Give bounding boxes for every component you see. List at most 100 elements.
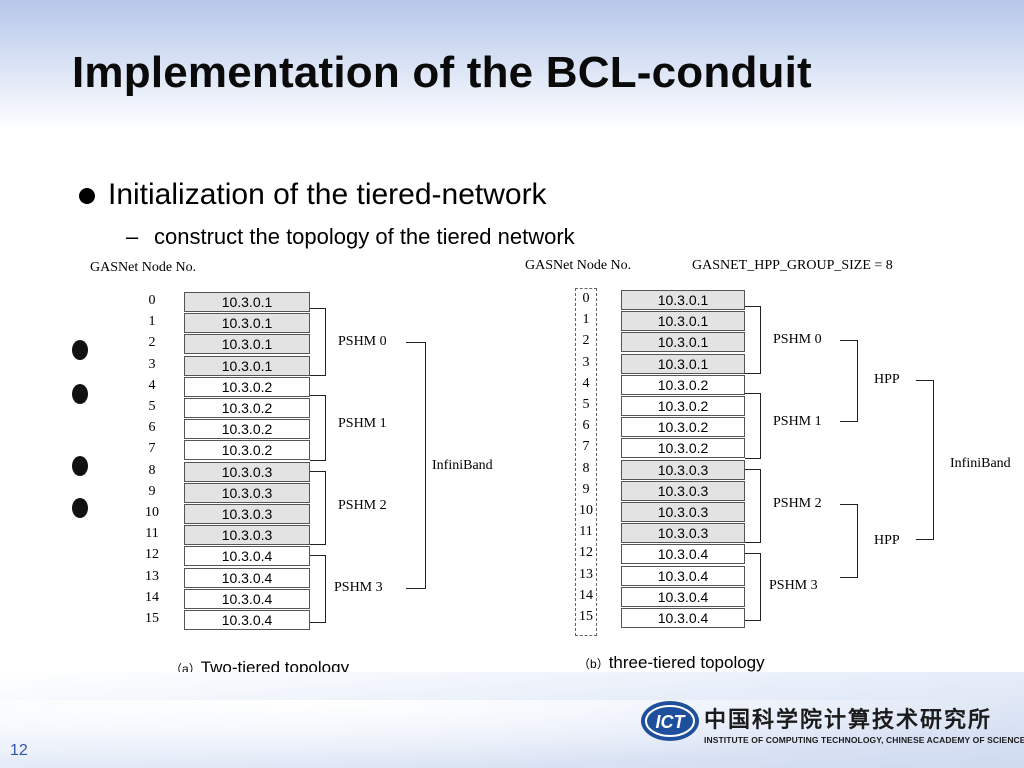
node-number: 11 <box>579 524 593 540</box>
node-number: 4 <box>148 377 156 393</box>
infiniband-bracket <box>916 380 934 540</box>
ip-address-cell: 10.3.0.3 <box>184 482 310 503</box>
hpp-bracket <box>840 340 858 422</box>
node-number: 3 <box>148 356 156 372</box>
ip-address-cell: 10.3.0.3 <box>621 502 745 522</box>
ip-address-cell: 10.3.0.1 <box>621 290 745 310</box>
ip-address-cell: 10.3.0.2 <box>184 398 310 418</box>
node-number: 6 <box>148 420 156 436</box>
ip-address-cell: 10.3.0.4 <box>621 565 745 586</box>
ip-address-cell: 10.3.0.2 <box>184 419 310 440</box>
node-number: 9 <box>148 483 156 499</box>
pshm-bracket <box>310 308 326 376</box>
pshm-group-label: PSHM 1 <box>773 414 822 429</box>
ip-address-cell: 10.3.0.4 <box>184 588 310 609</box>
node-number: 5 <box>582 397 590 412</box>
node-number: 9 <box>582 481 590 497</box>
pshm-group-label: PSHM 2 <box>773 496 822 511</box>
hidden-bullet <box>72 340 88 360</box>
network-label: InfiniBand <box>950 456 1011 471</box>
hidden-bullet <box>72 384 88 404</box>
node-number: 0 <box>582 291 590 306</box>
node-number: 14 <box>579 587 593 603</box>
pshm-group-label: PSHM 0 <box>338 334 387 349</box>
pshm-group-label: PSHM 3 <box>334 580 383 595</box>
pshm-bracket <box>745 553 761 621</box>
group-size-label: GASNET_HPP_GROUP_SIZE = 8 <box>692 258 893 273</box>
node-number: 0 <box>148 293 156 308</box>
node-number: 7 <box>148 441 156 457</box>
node-number: 14 <box>145 589 159 605</box>
pshm-bracket <box>310 555 326 623</box>
footer-swoosh <box>0 700 1024 768</box>
node-number: 8 <box>148 462 156 478</box>
ip-address-cell: 10.3.0.4 <box>184 546 310 567</box>
node-number: 12 <box>145 547 159 563</box>
node-number: 3 <box>582 354 590 370</box>
node-number: 7 <box>582 439 590 455</box>
node-number: 12 <box>579 545 593 561</box>
ip-address-cell: 10.3.0.3 <box>184 525 310 546</box>
node-number: 10 <box>145 505 159 520</box>
node-number: 6 <box>582 418 590 434</box>
ip-address-cell: 10.3.0.2 <box>621 417 745 438</box>
node-number: 15 <box>145 611 159 626</box>
ip-address-cell: 10.3.0.4 <box>184 567 310 588</box>
slide-title: Implementation of the BCL-conduit <box>72 48 812 97</box>
ip-address-cell: 10.3.0.2 <box>621 374 745 395</box>
ip-address-cell: 10.3.0.1 <box>184 313 310 334</box>
hpp-label: HPP <box>874 533 900 548</box>
node-number: 8 <box>582 460 590 476</box>
hidden-bullet <box>72 498 88 518</box>
pshm-bracket <box>310 395 326 461</box>
bullet-text: Initialization of the tiered-network <box>108 178 547 211</box>
ip-address-cell: 10.3.0.3 <box>621 523 745 544</box>
node-number: 1 <box>148 314 156 330</box>
pshm-group-label: PSHM 2 <box>338 498 387 513</box>
node-number: 13 <box>579 566 593 582</box>
logo-text: ICT <box>656 712 687 732</box>
pshm-group-label: PSHM 0 <box>773 332 822 347</box>
ip-address-cell: 10.3.0.1 <box>621 332 745 353</box>
node-number: 1 <box>582 312 590 328</box>
node-number: 13 <box>145 568 159 584</box>
ip-address-cell: 10.3.0.1 <box>621 311 745 332</box>
pshm-bracket <box>745 306 761 374</box>
node-number: 10 <box>579 503 593 518</box>
hidden-bullet <box>72 456 88 476</box>
node-number: 5 <box>148 399 156 414</box>
ip-address-cell: 10.3.0.4 <box>621 608 745 628</box>
ip-address-cell: 10.3.0.2 <box>184 376 310 397</box>
ip-address-cell: 10.3.0.4 <box>184 610 310 630</box>
node-number: 2 <box>582 333 590 349</box>
hpp-bracket <box>840 504 858 578</box>
institute-name-english: INSTITUTE OF COMPUTING TECHNOLOGY, CHINE… <box>704 735 1024 745</box>
ip-address-cell: 10.3.0.4 <box>621 586 745 607</box>
caption-open-paren: （ <box>578 657 591 671</box>
ict-logo: ICT <box>641 701 699 741</box>
pshm-bracket <box>745 469 761 543</box>
pshm-group-label: PSHM 3 <box>769 578 818 593</box>
pshm-bracket <box>745 393 761 459</box>
caption-b: （b）three-tiered topology <box>578 653 765 673</box>
ip-address-cell: 10.3.0.2 <box>184 440 310 461</box>
node-number-header: GASNet Node No. <box>525 258 632 273</box>
node-number: 15 <box>579 609 593 624</box>
dashed-node-column <box>575 288 597 636</box>
hpp-label: HPP <box>874 372 900 387</box>
ip-address-cell: 10.3.0.1 <box>621 353 745 374</box>
ip-address-cell: 10.3.0.3 <box>184 461 310 482</box>
infiniband-bracket <box>406 342 426 589</box>
network-label: InfiniBand <box>432 458 493 473</box>
pshm-group-label: PSHM 1 <box>338 416 387 431</box>
ip-address-cell: 10.3.0.1 <box>184 292 310 312</box>
ip-address-cell: 10.3.0.4 <box>621 544 745 565</box>
ip-address-cell: 10.3.0.3 <box>184 504 310 524</box>
ip-address-cell: 10.3.0.1 <box>184 334 310 355</box>
caption-text: three-tiered topology <box>608 653 765 672</box>
pshm-bracket <box>310 471 326 545</box>
ip-address-cell: 10.3.0.2 <box>621 438 745 459</box>
page-number: 12 <box>10 742 28 759</box>
sub-bullet-dash: – <box>126 224 139 249</box>
bullet-dot <box>79 188 95 204</box>
